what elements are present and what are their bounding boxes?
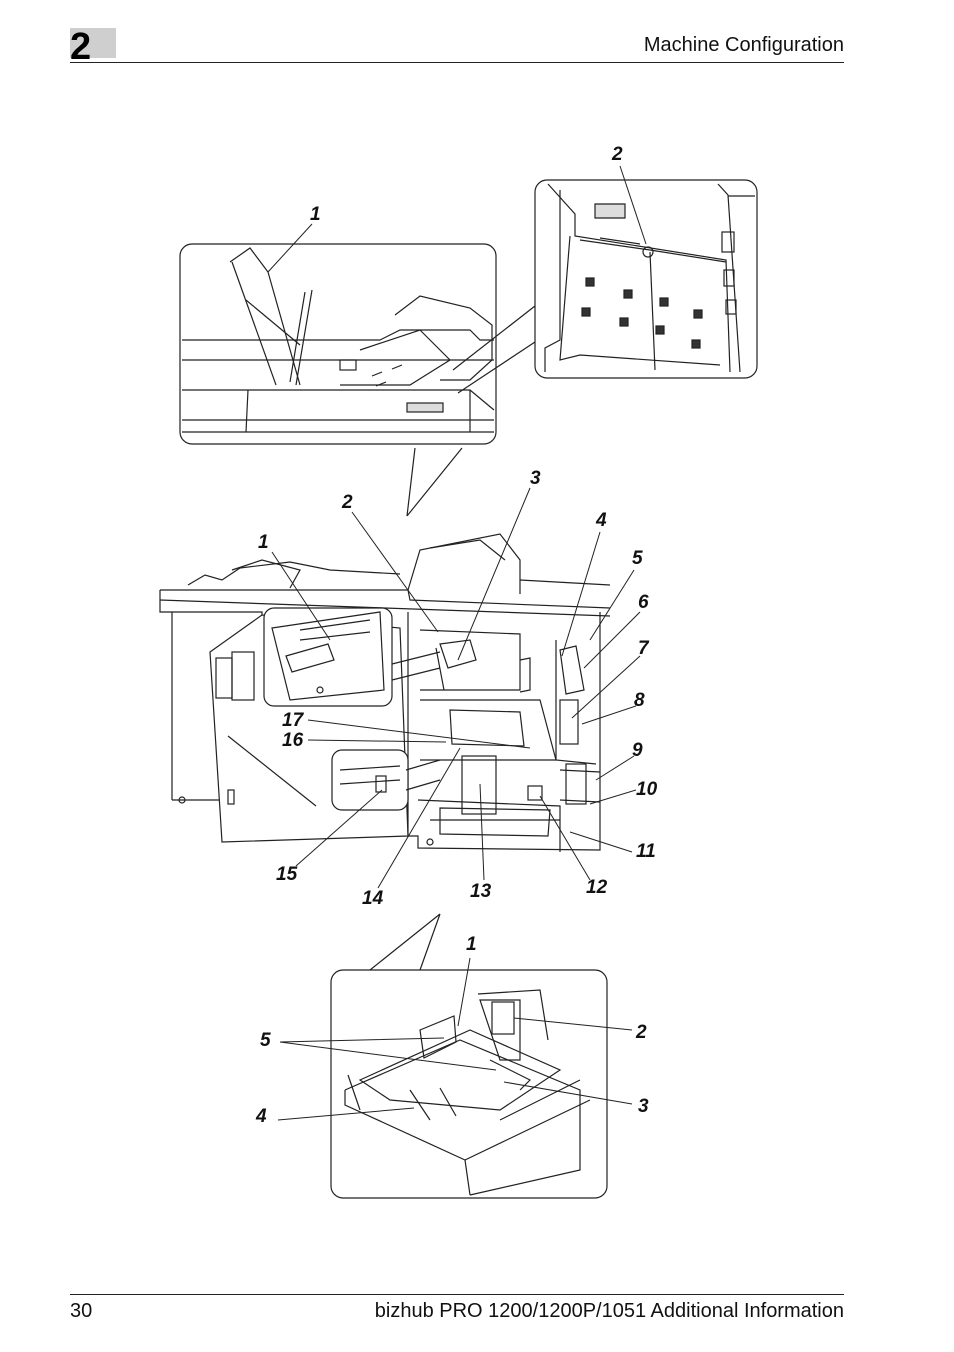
callout-main-9: 9 bbox=[632, 740, 643, 761]
callout-tray-2: 2 bbox=[635, 1022, 647, 1043]
callout-tray-5: 5 bbox=[260, 1030, 271, 1051]
top-left-detail-panel bbox=[179, 243, 497, 445]
callout-main-8: 8 bbox=[634, 690, 645, 711]
main-machine-drawing bbox=[159, 533, 611, 852]
header-divider bbox=[70, 62, 844, 63]
document-title: bizhub PRO 1200/1200P/1051 Additional In… bbox=[374, 1300, 844, 1322]
detail-connector bbox=[452, 305, 536, 394]
callout-main-2: 2 bbox=[341, 492, 353, 513]
callout-leader-lines bbox=[267, 165, 647, 1121]
callout-main-6: 6 bbox=[638, 592, 649, 613]
callout-main-15: 15 bbox=[276, 864, 298, 885]
callout-tray-1: 1 bbox=[466, 934, 477, 955]
section-title: Machine Configuration bbox=[643, 34, 844, 56]
page-number: 30 bbox=[70, 1300, 93, 1322]
callout-main-3: 3 bbox=[530, 468, 541, 489]
chapter-number: 2 bbox=[70, 26, 92, 68]
callout-main-10: 10 bbox=[636, 779, 658, 800]
callout-main-14: 14 bbox=[362, 888, 384, 909]
callout-main-4: 4 bbox=[595, 510, 607, 531]
callout-main-5: 5 bbox=[632, 548, 643, 569]
callout-tray-4: 4 bbox=[255, 1106, 267, 1127]
footer-divider bbox=[70, 1294, 844, 1295]
callout-main-13: 13 bbox=[470, 881, 492, 902]
detail-connector bbox=[369, 913, 441, 971]
callout-main-7: 7 bbox=[638, 638, 650, 659]
callout-main-1: 1 bbox=[258, 532, 269, 553]
callout-labels: 1 2 1 2 3 4 5 6 7 8 9 10 11 12 13 14 15 … bbox=[255, 144, 658, 1127]
callout-tray-3: 3 bbox=[638, 1096, 649, 1117]
top-right-detail-panel bbox=[534, 179, 758, 379]
callout-main-17: 17 bbox=[282, 710, 305, 731]
detail-connector bbox=[406, 447, 463, 517]
callout-top-1: 1 bbox=[310, 204, 321, 225]
chapter-tab bbox=[70, 28, 116, 58]
callout-main-16: 16 bbox=[282, 730, 304, 751]
callout-main-12: 12 bbox=[586, 877, 608, 898]
callout-main-11: 11 bbox=[636, 841, 656, 862]
callout-top-2: 2 bbox=[611, 144, 623, 165]
bottom-tray-detail bbox=[330, 969, 608, 1199]
